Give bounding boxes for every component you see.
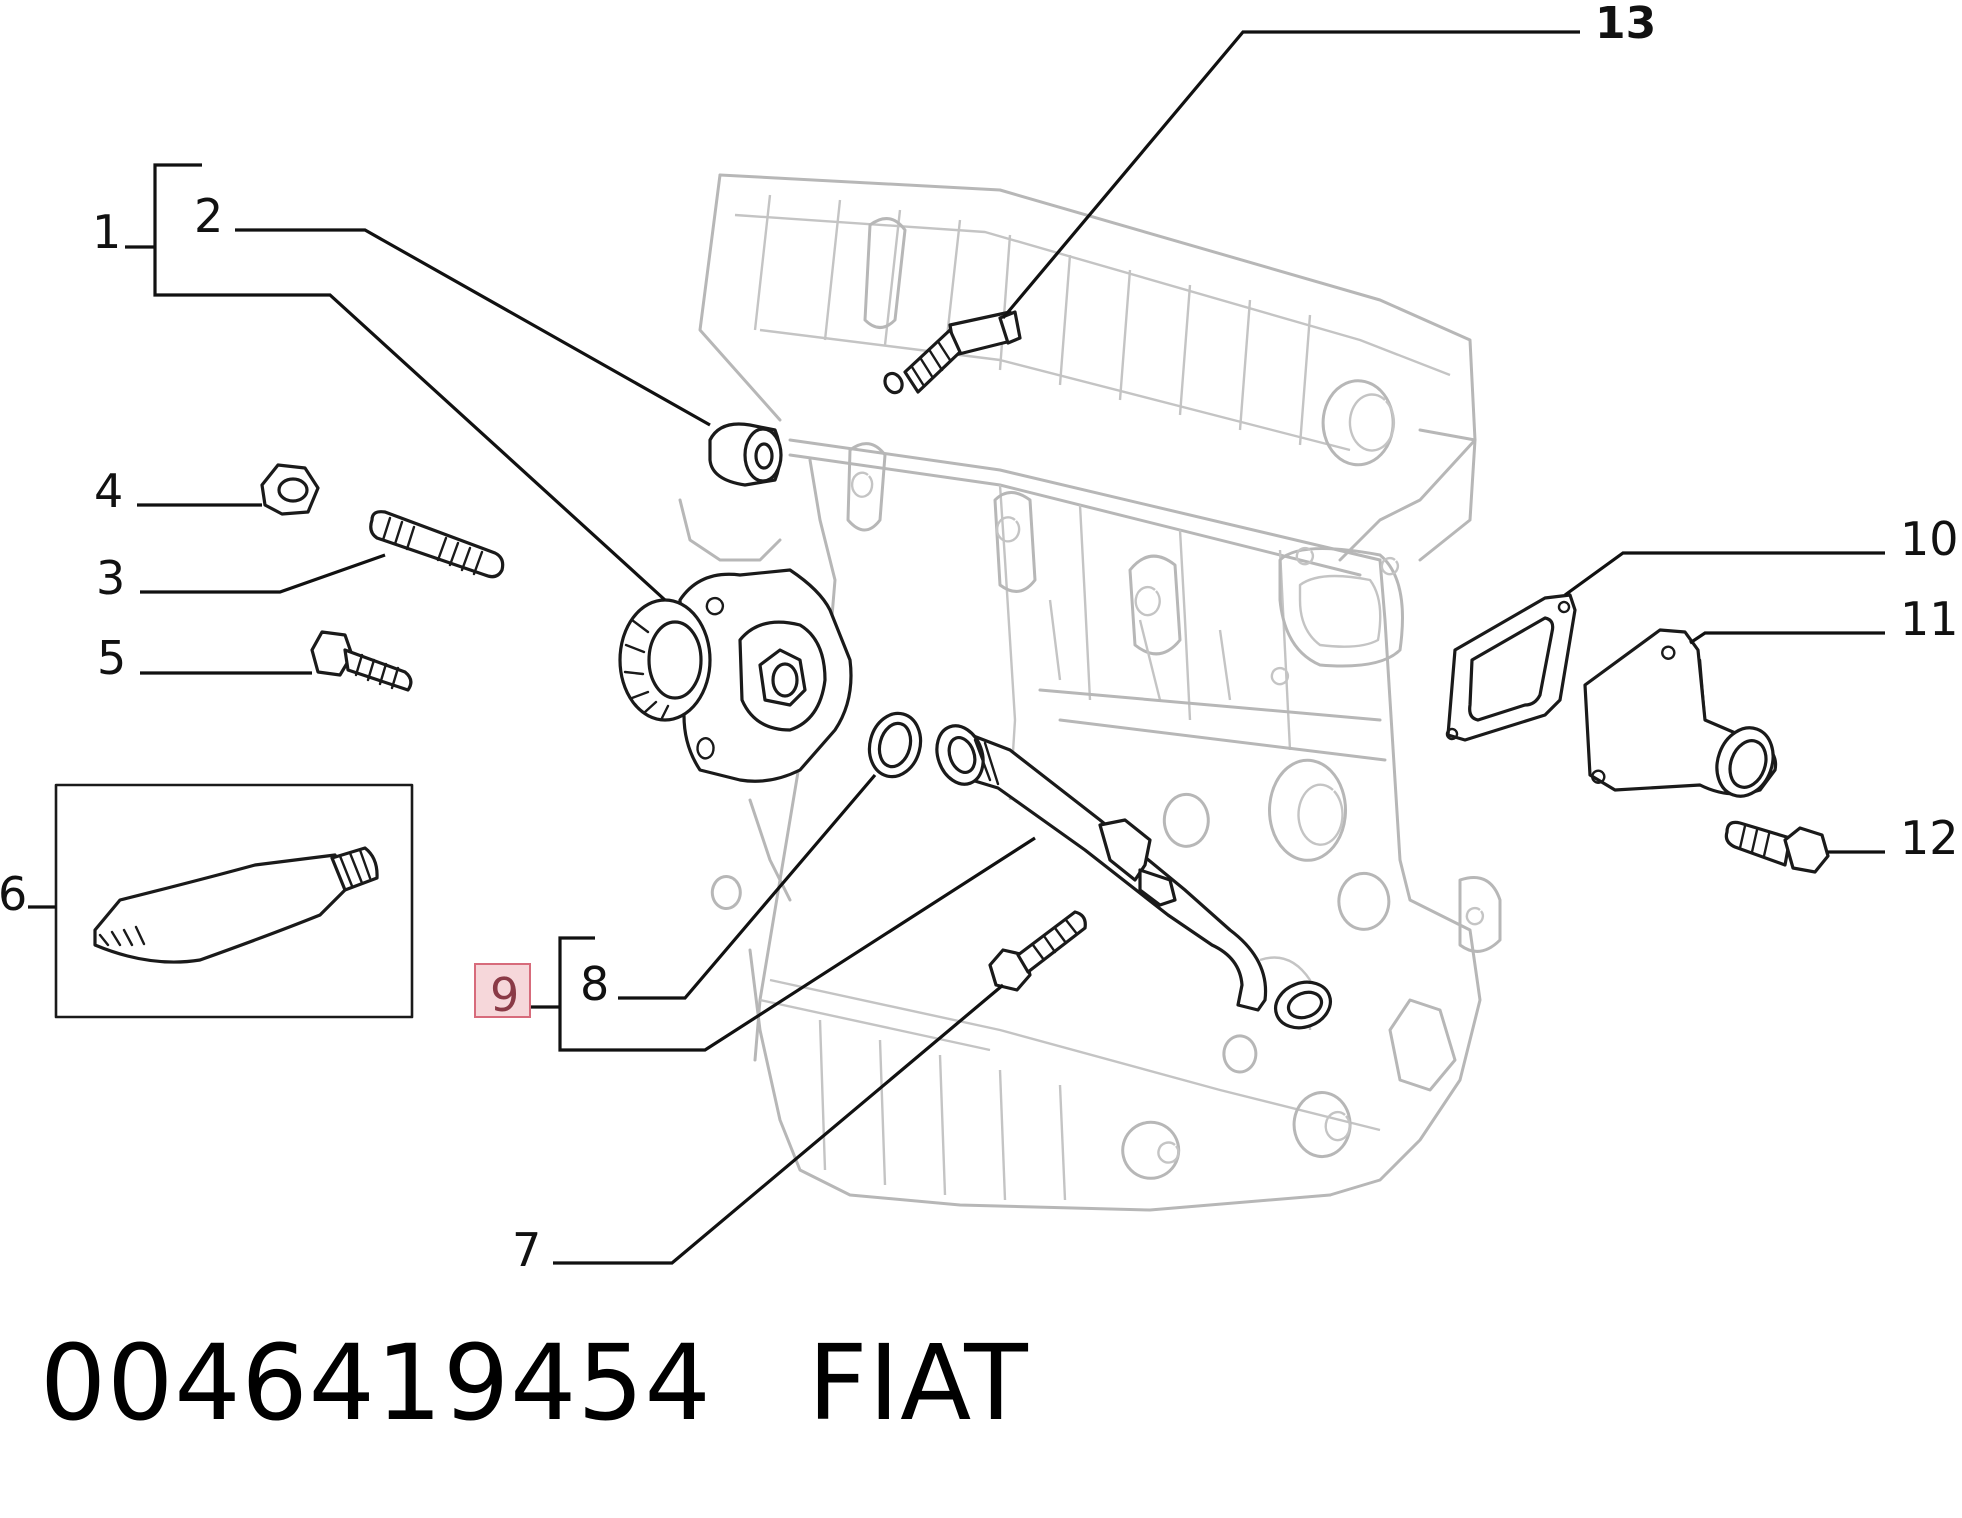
bolt-part-12 xyxy=(1724,820,1830,874)
callout-2: 2 xyxy=(194,189,223,243)
leader-line-3 xyxy=(140,553,386,594)
callout-4: 4 xyxy=(94,464,123,518)
bolt-part-7 xyxy=(988,910,1087,992)
callout-10: 10 xyxy=(1900,512,1959,566)
water-pump-part-1 xyxy=(618,568,853,783)
callout-8: 8 xyxy=(580,957,609,1011)
coolant-pipe-part-9 xyxy=(935,724,1332,1030)
leader-lines xyxy=(28,30,1885,1265)
leader-line-1 xyxy=(125,163,667,602)
callout-6: 6 xyxy=(0,867,27,921)
callout-1: 1 xyxy=(92,205,121,259)
callout-7: 7 xyxy=(512,1223,541,1277)
stud-part-3 xyxy=(369,510,505,579)
leader-line-7 xyxy=(553,983,1005,1265)
leader-line-2 xyxy=(235,228,711,427)
footer-part-info: 0046419454 FIAT xyxy=(40,1322,1029,1444)
brand-name: FIAT xyxy=(807,1322,1029,1444)
part-number: 0046419454 xyxy=(40,1322,712,1444)
thermostat-gasket-part-10 xyxy=(1445,593,1577,742)
leader-line-9 xyxy=(530,836,1036,1052)
callout-5: 5 xyxy=(97,631,126,685)
callout-9: 9 xyxy=(490,968,519,1022)
callout-3: 3 xyxy=(96,551,125,605)
leader-line-13 xyxy=(1001,30,1580,320)
callout-9-highlight xyxy=(474,963,531,1018)
nut-part-4 xyxy=(260,463,320,516)
callout-12: 12 xyxy=(1900,811,1959,865)
bushing-part-2 xyxy=(708,422,783,487)
o-ring-part-8 xyxy=(867,711,923,779)
leader-line-11 xyxy=(1689,631,1885,645)
bolt-part-5 xyxy=(310,630,413,692)
callout-13: 13 xyxy=(1595,0,1656,49)
temperature-sensor-part-13 xyxy=(883,310,1022,395)
leader-line-10 xyxy=(1564,551,1885,597)
sealant-tube-part-6 xyxy=(54,783,414,1019)
callout-11: 11 xyxy=(1900,592,1959,646)
thermostat-housing-part-11 xyxy=(1583,628,1778,798)
leader-line-8 xyxy=(618,773,877,1000)
